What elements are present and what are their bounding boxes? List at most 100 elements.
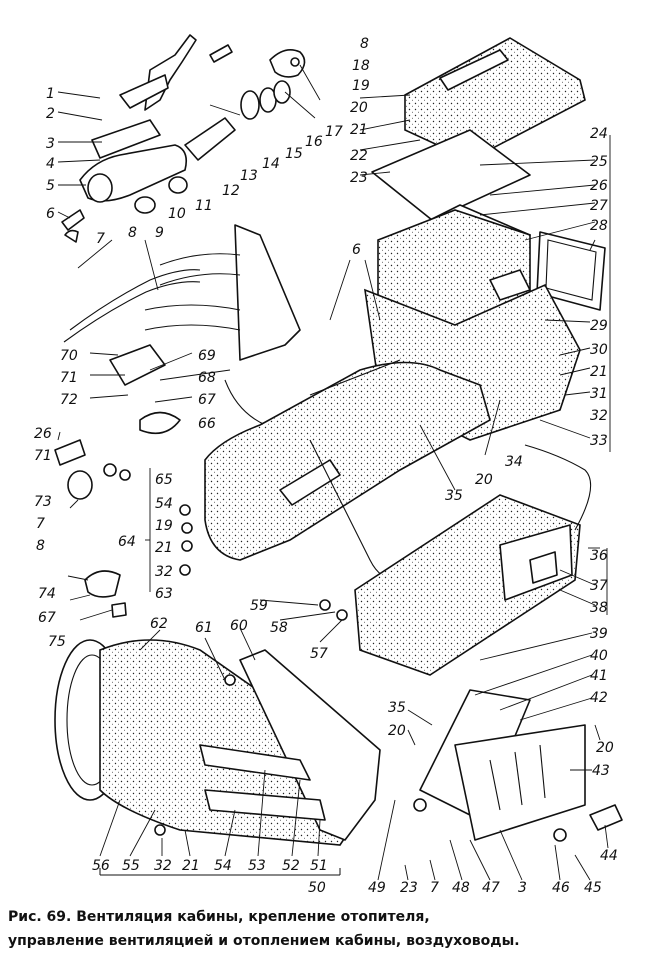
- callout: 37: [590, 578, 608, 594]
- caption-line-1: Рис. 69. Вентиляция кабины, крепление от…: [8, 909, 430, 925]
- callout: 6: [46, 206, 55, 222]
- callout: 21: [155, 540, 173, 556]
- callout: 48: [452, 880, 470, 896]
- callout: 4: [46, 156, 55, 172]
- callout: 16: [305, 134, 323, 150]
- vent-valve-assembly: [61, 34, 306, 343]
- callout: 22: [350, 148, 368, 164]
- callout: 41: [590, 668, 608, 684]
- callout: 72: [60, 392, 78, 408]
- callout: 6: [352, 242, 361, 258]
- callout: 58: [270, 620, 288, 636]
- callout: 24: [590, 126, 608, 142]
- callout: 52: [282, 858, 300, 874]
- callout: 2: [46, 106, 55, 122]
- callout: 8: [128, 225, 137, 241]
- callout: 20: [596, 740, 614, 756]
- callout: 3: [518, 880, 527, 896]
- callout: 5: [46, 178, 55, 194]
- callout: 7: [36, 516, 45, 532]
- callout: 3: [46, 136, 55, 152]
- callout: 21: [350, 122, 368, 138]
- callout: 32: [155, 564, 173, 580]
- callout: 8: [36, 538, 45, 554]
- callout: 49: [368, 880, 386, 896]
- callout: 20: [350, 100, 368, 116]
- callout: 33: [590, 433, 608, 449]
- callout: 13: [240, 168, 258, 184]
- callout: 62: [150, 616, 168, 632]
- callout: 27: [590, 198, 608, 214]
- callout: 47: [482, 880, 500, 896]
- callout: 1: [46, 86, 55, 102]
- callout: 26: [590, 178, 608, 194]
- callout: 59: [250, 598, 268, 614]
- callout-labels: 1 2 3 4 5 6 7 8 9 10 11 12 13 14 15 16 1…: [34, 36, 618, 896]
- callout: 10: [168, 206, 186, 222]
- callout: 66: [198, 416, 216, 432]
- callout: 71: [60, 370, 78, 386]
- callout: 61: [195, 620, 213, 636]
- callout: 20: [388, 723, 406, 739]
- callout: 71: [34, 448, 52, 464]
- callout: 19: [352, 78, 370, 94]
- callout: 38: [590, 600, 608, 616]
- callout: 25: [590, 154, 608, 170]
- callout: 64: [118, 534, 136, 550]
- callout: 63: [155, 586, 173, 602]
- callout: 51: [310, 858, 328, 874]
- callout: 39: [590, 626, 608, 642]
- callout: 40: [590, 648, 608, 664]
- callout: 23: [350, 170, 368, 186]
- callout: 26: [34, 426, 52, 442]
- callout: 7: [430, 880, 439, 896]
- callout: 11: [195, 198, 213, 214]
- callout: 42: [590, 690, 608, 706]
- caption-line-2: управление вентиляцией и отоплением каби…: [8, 933, 520, 949]
- callout: 34: [505, 454, 523, 470]
- callout: 23: [400, 880, 418, 896]
- callout: 19: [155, 518, 173, 534]
- callout: 21: [182, 858, 200, 874]
- callout: 56: [92, 858, 110, 874]
- callout: 67: [198, 392, 216, 408]
- callout: 21: [590, 364, 608, 380]
- callout: 73: [34, 494, 52, 510]
- callout: 44: [600, 848, 618, 864]
- callout: 65: [155, 472, 173, 488]
- callout: 14: [262, 156, 280, 172]
- callout: 30: [590, 342, 608, 358]
- bottom-air-duct: [54, 639, 381, 846]
- callout: 54: [155, 496, 173, 512]
- callout: 35: [445, 488, 463, 504]
- callout: 7: [96, 231, 105, 247]
- control-bracket-assembly: [413, 689, 623, 842]
- callout: 31: [590, 386, 608, 402]
- figure-caption: Рис. 69. Вентиляция кабины, крепление от…: [8, 905, 644, 953]
- callout: 29: [590, 318, 608, 334]
- callout: 43: [592, 763, 610, 779]
- callout: 69: [198, 348, 216, 364]
- callout: 8: [360, 36, 369, 52]
- callout: 57: [310, 646, 328, 662]
- callout: 60: [230, 618, 248, 634]
- callout: 68: [198, 370, 216, 386]
- callout: 45: [584, 880, 602, 896]
- callout: 18: [352, 58, 370, 74]
- callout: 32: [154, 858, 172, 874]
- callout: 46: [552, 880, 570, 896]
- callout: 67: [38, 610, 56, 626]
- callout: 50: [308, 880, 326, 896]
- callout: 15: [285, 146, 303, 162]
- leader-lines: [57, 64, 611, 881]
- callout: 17: [325, 124, 343, 140]
- control-panel-box: [354, 444, 592, 676]
- callout: 35: [388, 700, 406, 716]
- fastener-set: [54, 439, 348, 621]
- callout: 55: [122, 858, 140, 874]
- callout: 74: [38, 586, 56, 602]
- callout: 28: [590, 218, 608, 234]
- callout: 75: [48, 634, 66, 650]
